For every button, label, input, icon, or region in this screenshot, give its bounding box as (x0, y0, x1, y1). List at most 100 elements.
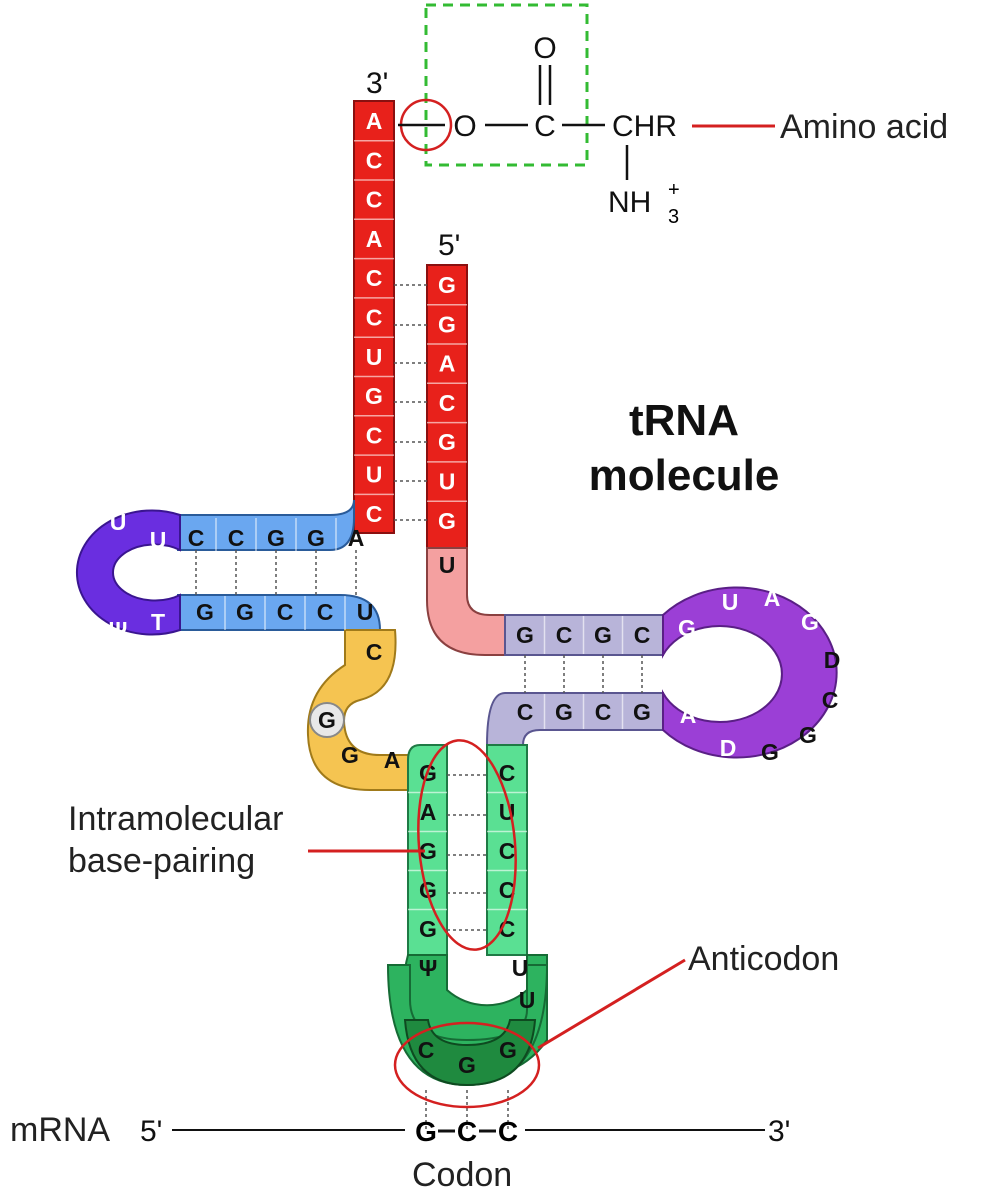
codon-letter-0: G (415, 1116, 437, 1147)
nucleotide-acceptor-5prime-stem-5: U (439, 469, 456, 495)
nucleotide-acceptor-3prime-stem-3: A (366, 226, 383, 252)
oxygen-double: O (533, 32, 556, 65)
base-pairing-ellipse (417, 739, 517, 951)
nucleotide-acceptor-5prime-stem-3: C (439, 390, 456, 416)
anticodon-triplet-band (403, 1019, 537, 1087)
nucleotide-t-loop-8: D (720, 735, 737, 761)
nucleotide-anticodon-right-stem-2: C (499, 838, 516, 864)
nucleotide-t-loop-2: A (764, 585, 781, 611)
nucleotide-d-loop-2: A (67, 519, 84, 545)
nucleotide-acceptor-3prime-stem-10: C (366, 501, 383, 527)
nucleotide-d-arm-bottom-4: U (357, 599, 374, 625)
cell-dividers (215, 139, 624, 911)
nucleotide-d-arm-top-0: C (188, 525, 205, 551)
carbonyl-carbon: C (534, 110, 556, 143)
nucleotide-anticodon-right-stem-3: C (499, 877, 516, 903)
t-loop-band (662, 586, 838, 759)
nucleotide-t-loop-1: U (722, 589, 739, 615)
nucleotide-acceptor-5prime-extra-0: U (439, 552, 456, 578)
nucleotide-acceptor-3prime-stem-6: U (366, 344, 383, 370)
base-pair-lines (195, 284, 643, 1130)
nucleotide-t-arm-top-3: C (634, 622, 651, 648)
anticodon-label: Anticodon (688, 940, 839, 978)
amine-superscript: + (668, 179, 680, 201)
mrna-5prime-label: 5' (140, 1115, 162, 1148)
mrna-label: mRNA (10, 1111, 110, 1149)
nucleotide-t-loop-4: D (824, 647, 841, 673)
nucleotide-acceptor-5prime-stem-4: G (438, 429, 456, 455)
nucleotide-variable-loop-0: C (366, 639, 383, 665)
d-loop-band (76, 509, 181, 636)
nucleotide-anticodon-loop-5: U (512, 955, 529, 981)
nucleotide-d-loop-6: T (151, 609, 165, 635)
nucleotide-acceptor-3prime-stem-9: U (366, 462, 383, 488)
nucleotide-acceptor-3prime-stem-0: A (366, 108, 383, 134)
nucleotide-t-loop-9: A (680, 702, 697, 728)
nucleotide-anticodon-left-stem-2: G (419, 838, 437, 864)
codon-letter-2: C (498, 1116, 518, 1147)
nucleotide-acceptor-3prime-stem-5: C (366, 305, 383, 331)
nucleotide-variable-loop-1: G (318, 707, 336, 733)
anticodon-pointer (537, 958, 686, 1050)
nucleotide-d-arm-bottom-2: C (277, 599, 294, 625)
nucleotide-acceptor-3prime-stem-7: G (365, 383, 383, 409)
nucleotide-t-loop-5: C (822, 687, 839, 713)
nucleotide-anticodon-loop-0: Ψ (419, 955, 438, 981)
mrna-3prime-label: 3' (768, 1115, 790, 1148)
nucleotide-variable-loop-2: G (341, 742, 359, 768)
nucleotide-t-arm-bottom-0: C (517, 699, 534, 725)
nucleotide-d-arm-bottom-1: G (236, 599, 254, 625)
nucleotide-acceptor-3prime-stem-1: C (366, 147, 383, 173)
nucleotide-d-loop-0: U (150, 527, 167, 553)
ester-bond-box (424, 3, 589, 167)
nucleotide-anticodon-loop-4: U (519, 987, 536, 1013)
acceptor-5prime-label: 5' (438, 229, 460, 262)
nucleotide-d-arm-bottom-3: C (317, 599, 334, 625)
acceptor-3prime-band (353, 100, 395, 534)
variable-loop-band (306, 629, 421, 791)
nucleotide-anticodon-right-stem-4: C (499, 916, 516, 942)
modified-base-bubble (309, 702, 345, 738)
nucleotide-d-arm-bottom-0: G (196, 599, 214, 625)
nucleotide-d-arm-top-1: C (228, 525, 245, 551)
codon-letter-1: C (457, 1116, 477, 1147)
anticodon-ellipse (393, 1021, 541, 1109)
intramolecular-label: Intramolecular (68, 800, 283, 838)
anticodon-left-stem-band (407, 744, 448, 956)
nucleotide-anticodon-left-stem-3: G (419, 877, 437, 903)
nucleotide-d-arm-top-3: G (307, 525, 325, 551)
nucleotide-anticodon-left-stem-4: G (419, 916, 437, 942)
nucleotide-acceptor-3prime-stem-2: C (366, 187, 383, 213)
oxygen-single: O (453, 110, 476, 143)
nucleotide-t-arm-top-1: C (556, 622, 573, 648)
d-arm-top-band (177, 499, 355, 551)
diagram-title-line2: molecule (589, 451, 780, 500)
nucleotide-anticodon-loop-3: G (499, 1037, 517, 1063)
acceptor-extra-band (426, 547, 506, 656)
nucleotide-d-loop-1: U (110, 509, 127, 535)
amine-subscript: 3 (668, 206, 679, 228)
base-pairing-label: base-pairing (68, 842, 255, 880)
nucleotide-anticodon-loop-1: C (418, 1037, 435, 1063)
nucleotide-d-loop-5: Ψ (109, 617, 128, 643)
nucleotide-anticodon-right-stem-0: C (499, 760, 516, 786)
nucleotide-acceptor-5prime-stem-0: G (438, 272, 456, 298)
nucleotide-acceptor-3prime-stem-8: C (366, 422, 383, 448)
acceptor-3prime-label: 3' (366, 67, 388, 100)
nucleotide-acceptor-3prime-stem-4: C (366, 265, 383, 291)
nucleotide-t-arm-bottom-3: G (633, 699, 651, 725)
amino-acid-label: Amino acid (780, 108, 948, 146)
nucleotide-t-arm-top-2: G (594, 622, 612, 648)
nucleotide-t-loop-0: G (678, 615, 696, 641)
nucleotide-anticodon-loop-2: G (458, 1052, 476, 1078)
chr-group: CHR (612, 110, 677, 143)
nucleotide-t-arm-top-0: G (516, 622, 534, 648)
nucleotide-t-loop-6: G (799, 722, 817, 748)
nucleotide-d-loop-4: C (67, 595, 84, 621)
nucleotide-t-loop-3: G (801, 609, 819, 635)
nucleotide-t-arm-bottom-2: C (595, 699, 612, 725)
